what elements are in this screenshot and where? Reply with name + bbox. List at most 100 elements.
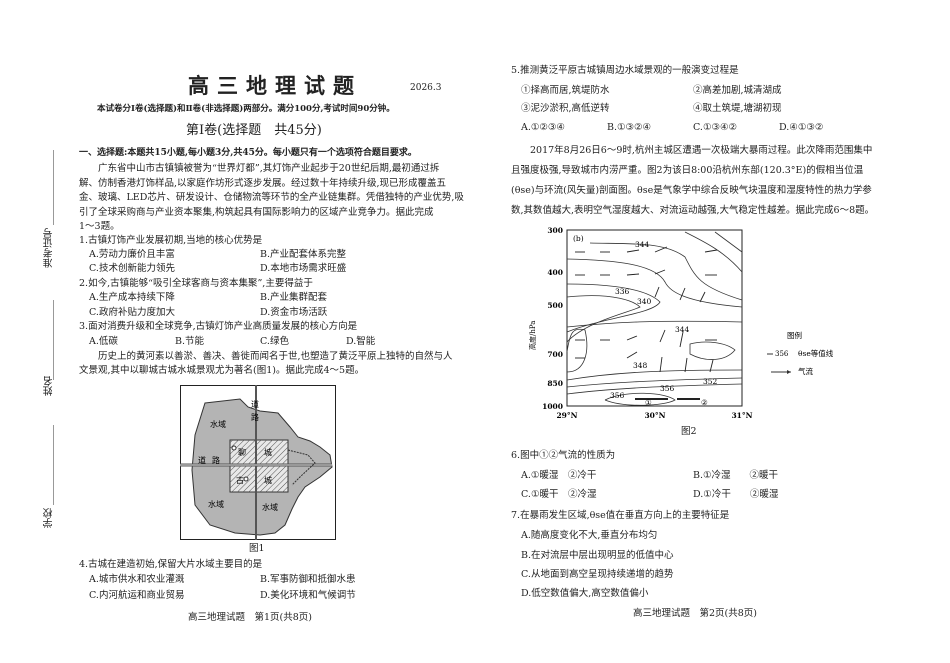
option-5d[interactable]: D.④①③② (779, 122, 824, 133)
passage-line: 引了全球采购商与产业资本聚集,构筑起具有国际影响力的区域产业竞争力。据此完成 (79, 206, 434, 218)
y-tick: 1000 (542, 402, 563, 411)
question-6: 6.图中①②气流的性质为 (511, 450, 616, 461)
panel-label: (b) (573, 234, 584, 243)
page-1-footer: 高三地理试题 第1页(共8页) (188, 612, 313, 623)
option-6b[interactable]: B.①冷湿 ②暖干 (693, 470, 779, 481)
contour-label: 352 (703, 377, 718, 386)
legend-title: 图例 (787, 330, 802, 340)
passage-line: 1～3题。 (79, 221, 120, 232)
option-7d[interactable]: D.低空数值偏大,高空数值偏小 (521, 588, 649, 599)
passage-3: 2017年8月26日6～9时,杭州主城区遭遇一次极端大暴雨过程。此次降雨范围集中… (511, 141, 874, 221)
label-city-2: 城 (264, 448, 272, 457)
label-road-v2: 路 (251, 412, 259, 422)
figure-1-caption: 图1 (249, 543, 265, 554)
contour-label: 356 (610, 391, 625, 400)
option-4d[interactable]: D.美化环境和气候调节 (260, 590, 356, 601)
option-6a[interactable]: A.①暖湿 ②冷干 (521, 470, 597, 481)
label-water-se: 水域 (262, 502, 278, 512)
option-5a[interactable]: A.①②③④ (521, 122, 565, 133)
legend-contour-value: 356 (775, 350, 789, 358)
statement-3: ③泥沙淤积,高低逆转 (521, 103, 610, 114)
option-1b[interactable]: B.产业配套体系完整 (260, 249, 347, 260)
option-4c[interactable]: C.内河航运和商业贸易 (89, 590, 185, 601)
label-city-4: 城 (264, 476, 272, 485)
option-4b[interactable]: B.军事防御和抵御水患 (260, 574, 356, 585)
label-road-h2: 路 (212, 455, 220, 465)
option-7c[interactable]: C.从地面到高空呈现持续递增的趋势 (521, 569, 674, 580)
y-tick: 850 (547, 379, 563, 388)
label-road-v1: 道 (251, 399, 259, 409)
part-heading: 第Ⅰ卷(选择题 共45分) (186, 123, 322, 138)
y-tick: 300 (547, 226, 563, 235)
y-axis-label: 高度/hPa (528, 321, 537, 350)
binding-line (53, 425, 54, 505)
question-3: 3.面对消费升级和全球竞争,古镇灯饰产业高质量发展的核心方向是 (79, 321, 358, 332)
option-1c[interactable]: C.技术创新能力领先 (89, 263, 175, 274)
y-tick: 500 (547, 301, 563, 310)
option-3d[interactable]: D.智能 (346, 336, 376, 347)
contour-labels: 344 336 340 344 348 352 356 356 ① ② (610, 240, 718, 407)
passage-2: 历史上的黄河素以善淤、善决、善徙而闻名于世,也塑造了黄泛平原上独特的自然与人 文… (79, 350, 453, 378)
option-2d[interactable]: D.资金市场活跃 (260, 307, 328, 318)
contour-label: 336 (615, 287, 630, 296)
question-7: 7.在暴雨发生区域,θse值在垂直方向上的主要特征是 (511, 510, 730, 521)
option-4a[interactable]: A.城市供水和农业灌溉 (89, 574, 185, 585)
option-6c[interactable]: C.①暖干 ②冷湿 (521, 489, 597, 500)
option-1d[interactable]: D.本地市场需求旺盛 (260, 263, 347, 274)
option-2b[interactable]: B.产业集群配套 (260, 292, 328, 303)
option-7a[interactable]: A.随高度变化不大,垂直分布均匀 (521, 530, 658, 541)
east-shoreline (287, 449, 316, 486)
label-road-h1: 道 (198, 455, 206, 465)
passage-line: 金、玻璃、LED芯片、研发设计、仓储物流等环节的全产业链集群。凭借独特的产业优势… (79, 192, 464, 203)
contour-label: 356 (660, 384, 675, 393)
contour-label: 344 (675, 325, 690, 334)
contour-label: 348 (633, 361, 648, 370)
option-3b[interactable]: B.节能 (175, 336, 205, 347)
school-label: 学校 (44, 508, 55, 528)
plot-frame (566, 229, 743, 407)
x-axis-ticks: 29°N 30°N 31°N (556, 411, 752, 420)
exam-id-label: 准考证号 (44, 228, 55, 268)
page-2-footer: 高三地理试题 第2页(共8页) (633, 608, 758, 619)
label-water-nw: 水域 (210, 419, 226, 429)
x-tick: 31°N (731, 411, 752, 420)
option-6d[interactable]: D.①冷干 ②暖湿 (693, 489, 779, 500)
passage-line: 数,其数值越大,表明空气湿度越大、对流运动越强,大气稳定性越差。据此完成6～8题… (511, 205, 875, 216)
passage-line: 广东省中山市古镇镇被誉为“世界灯都”,其灯饰产业起步于20世纪后期,最初通过拆 (79, 163, 440, 174)
figure-2-cross-section: 344 336 340 344 348 352 356 356 ① ② (b) … (528, 226, 834, 420)
passage-line: 解、仿制香港灯饰样品,以家庭作坊形式逐步发展。经过数十年持续升级,现已形成覆盖五 (79, 177, 447, 189)
option-2a[interactable]: A.生产成本持续下降 (89, 292, 175, 303)
label-city-3: 古 (236, 475, 244, 485)
passage-line: 文景观,其中以聊城古城水城景观尤为著名(图1)。据此完成4～5题。 (79, 365, 365, 376)
option-1a[interactable]: A.劳动力廉价且丰富 (89, 249, 175, 260)
passage-line: 且强度极强,导致城市内涝严重。图2为该日8:00沿杭州东部(120.3°E)的假… (511, 165, 864, 176)
label-city-1: 聊 (238, 448, 246, 457)
option-3a[interactable]: A.低碳 (89, 336, 118, 347)
question-5: 5.推测黄泛平原古城镇周边水域景观的一般演变过程是 (511, 65, 739, 76)
x-tick: 30°N (644, 411, 665, 420)
option-7b[interactable]: B.在对流层中层出现明显的低值中心 (521, 550, 674, 561)
option-5b[interactable]: B.①③②④ (607, 122, 652, 133)
theta-se-contours (566, 231, 743, 406)
lake-marker (231, 445, 237, 451)
option-5c[interactable]: C.①③④② (693, 122, 738, 133)
legend-flow-label: 气流 (798, 366, 813, 376)
y-tick: 400 (547, 268, 563, 277)
figure-2-caption: 图2 (681, 426, 697, 437)
y-tick: 700 (547, 350, 563, 359)
option-2c[interactable]: C.政府补贴力度加大 (89, 307, 175, 318)
passage-line: (θse)与环流(风矢量)剖面图。θse是气象学中综合反映气块温度和湿度特性的热… (511, 185, 872, 196)
exam-intro: 本试卷分Ⅰ卷(选择题)和Ⅱ卷(非选择题)两部分。满分100分,考试时间90分钟。 (97, 104, 395, 114)
exam-date: 2026.3 (410, 83, 442, 93)
arrowhead (787, 370, 791, 374)
option-3c[interactable]: C.绿色 (260, 336, 289, 347)
question-4: 4.古城在建造初始,保留大片水域主要目的是 (79, 559, 263, 570)
binding-line (53, 150, 54, 225)
page-title: 高三地理试题 (188, 73, 362, 98)
question-1: 1.古镇灯饰产业发展初期,当地的核心优势是 (79, 235, 263, 246)
legend-contour-label: θse等值线 (798, 348, 834, 358)
contour-label: 340 (637, 297, 652, 306)
passage-line: 2017年8月26日6～9时,杭州主城区遭遇一次极端大暴雨过程。此次降雨范围集中 (511, 145, 873, 156)
x-tick: 29°N (556, 411, 577, 420)
